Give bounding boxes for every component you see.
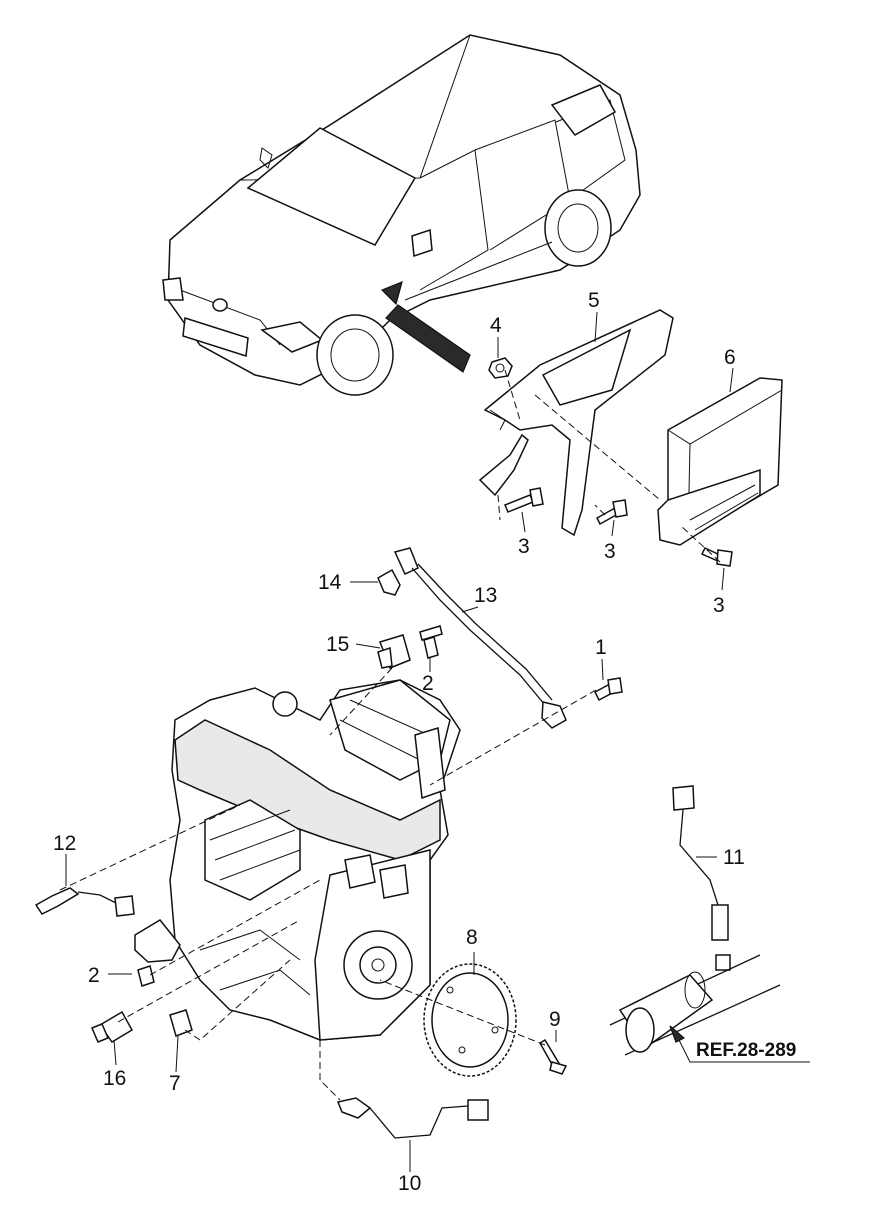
catalytic-converter bbox=[609, 954, 781, 1056]
bolt-1 bbox=[594, 677, 623, 702]
callout-3a: 3 bbox=[518, 535, 530, 558]
reference-label[interactable]: REF.28-289 bbox=[696, 1040, 796, 1061]
callout-3b: 3 bbox=[604, 540, 616, 563]
engine-illustration bbox=[134, 679, 461, 1041]
clip-7 bbox=[169, 1009, 193, 1037]
callout-3c: 3 bbox=[713, 594, 725, 617]
bolt-2-top bbox=[419, 625, 443, 659]
callout-14: 14 bbox=[318, 571, 342, 594]
vehicle-illustration bbox=[162, 34, 641, 396]
callout-13: 13 bbox=[474, 584, 497, 607]
callout-10: 10 bbox=[398, 1172, 421, 1195]
callout-labels: 4 5 6 3 3 3 14 13 15 2 1 12 11 8 2 9 16 … bbox=[53, 289, 745, 1195]
callout-6: 6 bbox=[724, 346, 736, 369]
nut-part bbox=[488, 357, 513, 379]
callout-8: 8 bbox=[466, 926, 478, 949]
callout-16: 16 bbox=[103, 1067, 126, 1090]
oxygen-sensor-10 bbox=[336, 1097, 489, 1139]
bolt-9 bbox=[538, 1038, 568, 1075]
ecu-module bbox=[657, 377, 783, 546]
assembly-leaders bbox=[59, 369, 721, 1101]
callout-1: 1 bbox=[595, 636, 607, 659]
callout-4: 4 bbox=[490, 314, 502, 337]
bolt-2-bottom bbox=[137, 965, 155, 987]
ring-gear-8 bbox=[423, 963, 517, 1077]
callout-9: 9 bbox=[549, 1008, 561, 1031]
callout-2b: 2 bbox=[88, 964, 100, 987]
reference-callout[interactable]: REF.28-289 bbox=[669, 1025, 810, 1063]
callout-5: 5 bbox=[588, 289, 600, 312]
clip-part-14 bbox=[377, 568, 401, 596]
callout-15: 15 bbox=[326, 633, 349, 656]
sensor-15 bbox=[377, 634, 411, 669]
oxygen-sensor-11 bbox=[672, 785, 731, 971]
oxygen-sensor-12 bbox=[34, 887, 135, 917]
callout-12: 12 bbox=[53, 832, 76, 855]
bolts-3 bbox=[504, 487, 733, 567]
callout-11: 11 bbox=[723, 846, 745, 869]
callout-leaders bbox=[65, 311, 734, 1172]
sensor-16 bbox=[91, 1010, 134, 1044]
callout-2a: 2 bbox=[422, 672, 434, 695]
harness-13 bbox=[393, 547, 567, 729]
ecu-bracket bbox=[478, 309, 674, 537]
callout-7: 7 bbox=[169, 1072, 181, 1095]
